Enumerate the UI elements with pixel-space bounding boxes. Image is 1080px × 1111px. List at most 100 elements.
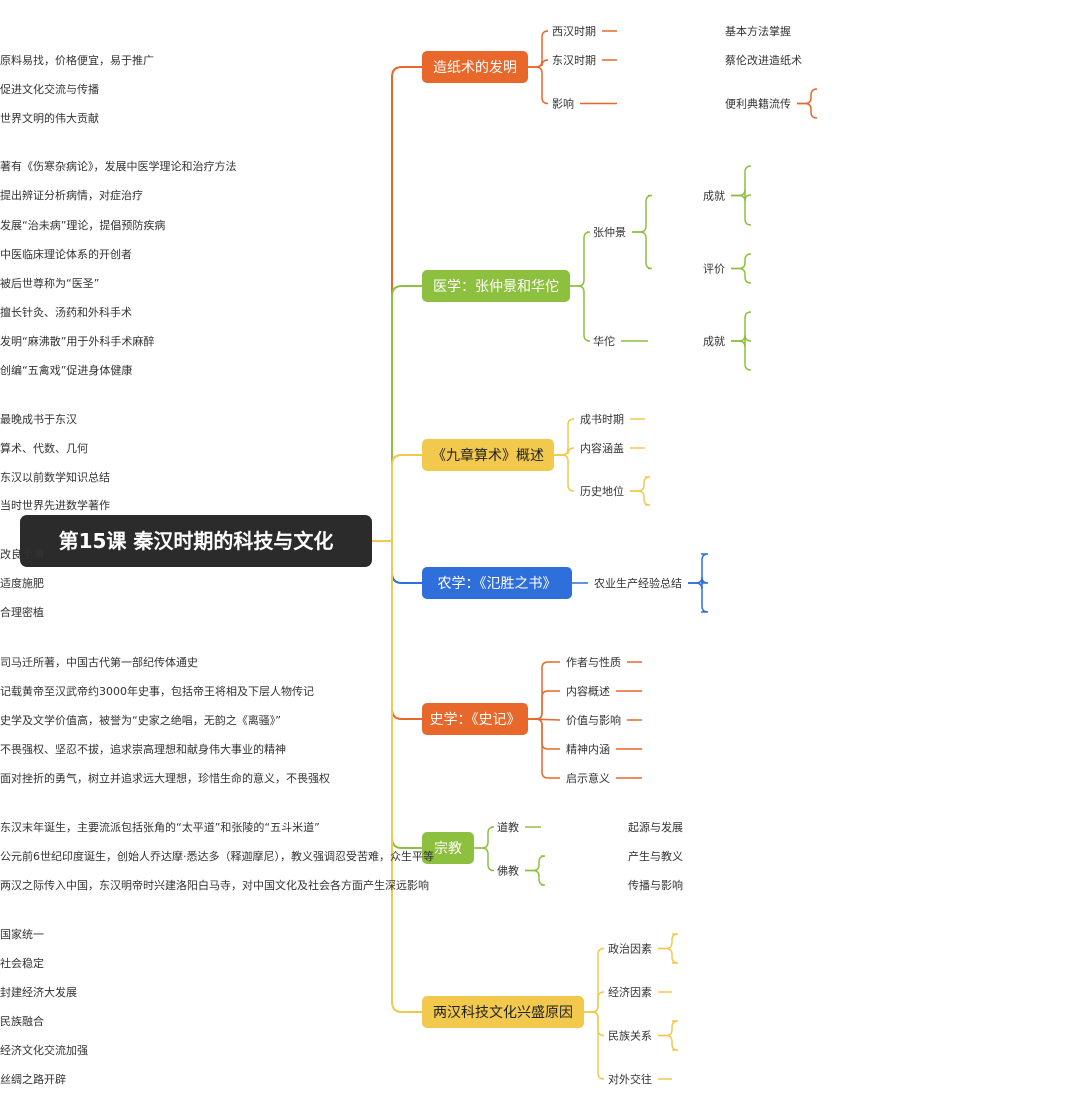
node-label[interactable]: 影响 [552, 98, 574, 111]
node-label[interactable]: 农业生产经验总结 [594, 576, 682, 590]
node-label[interactable]: 成就 [703, 334, 725, 348]
node-label[interactable]: 便利典籍流传 [725, 97, 791, 111]
node-connector [528, 30, 549, 68]
branch-medicine[interactable]: 医学：张仲景和华佗著有《伤寒杂病论》，发展中医学理论和治疗方法提出辨证分析病情，… [0, 159, 725, 377]
node-connector [525, 855, 546, 872]
node-connector [570, 231, 591, 287]
branch-reasons[interactable]: 两汉科技文化兴盛原因国家统一社会稳定政治因素封建经济大发展经济因素民族融合经济文… [0, 927, 652, 1086]
node-label[interactable]: 基本方法掌握 [725, 24, 791, 38]
branch-box [422, 832, 474, 864]
node-connector [570, 285, 591, 342]
branch-connector [372, 540, 422, 584]
node-label[interactable]: 面对挫折的勇气，树立并追求远大理想，珍惜生命的意义，不畏强权 [0, 771, 330, 785]
branch-papermaking[interactable]: 造纸术的发明基本方法掌握西汉时期原料易找，价格便宜，易于推广蔡伦改进造纸术东汉时… [0, 24, 802, 125]
node-label[interactable]: 封建经济大发展 [0, 985, 77, 999]
node-connector [584, 1011, 605, 1037]
node-label[interactable]: 启示意义 [566, 771, 610, 785]
node-label[interactable]: 中医临床理论体系的开创者 [0, 247, 132, 261]
node-label[interactable]: 合理密植 [0, 605, 44, 619]
node-connector [554, 418, 575, 456]
node-connector [525, 869, 546, 886]
node-label[interactable]: 两汉之际传入中国，东汉明帝时兴建洛阳白马寺，对中国文化及社会各方面产生深远影响 [0, 878, 429, 892]
node-connector [688, 553, 709, 584]
node-label[interactable]: 发明“麻沸散”用于外科手术麻醉 [0, 334, 154, 348]
node-label[interactable]: 精神内涵 [566, 742, 610, 756]
node-label[interactable]: 史学及文学价值高，被誉为“史家之绝唱，无韵之《离骚》” [0, 713, 281, 727]
node-label[interactable]: 作者与性质 [566, 655, 621, 669]
node-label[interactable]: 不畏强权、坚忍不拔，追求崇高理想和献身伟大事业的精神 [0, 742, 286, 756]
node-label[interactable]: 张仲景 [593, 225, 626, 239]
root-node[interactable]: 第15课 秦汉时期的科技与文化 [20, 515, 372, 567]
node-label[interactable]: 政治因素 [608, 942, 652, 956]
node-label[interactable]: 传播与影响 [628, 878, 683, 892]
node-connector [630, 476, 651, 492]
node-label[interactable]: 起源与发展 [628, 820, 683, 834]
node-label[interactable]: 历史地位 [580, 484, 624, 498]
root-node-box [20, 515, 372, 567]
node-connector [731, 311, 752, 342]
node-label[interactable]: 原料易找，价格便宜，易于推广 [0, 53, 154, 67]
node-label[interactable]: 世界文明的伟大贡献 [0, 111, 99, 125]
node-connector [528, 718, 560, 750]
node-label[interactable]: 民族关系 [608, 1029, 652, 1043]
node-label[interactable]: 佛教 [497, 865, 519, 878]
node-label[interactable]: 民族融合 [0, 1014, 44, 1028]
node-label[interactable]: 创编“五禽戏”促进身体健康 [0, 363, 132, 377]
node-label[interactable]: 被后世尊称为“医圣” [0, 276, 99, 290]
node-label[interactable]: 记载黄帝至汉武帝约3000年史事，包括帝王将相及下层人物传记 [0, 684, 314, 698]
node-label[interactable]: 国家统一 [0, 927, 44, 941]
node-label[interactable]: 适度施肥 [0, 576, 44, 590]
node-label[interactable]: 对外交往 [608, 1072, 652, 1086]
node-label[interactable]: 道教 [497, 820, 519, 834]
node-label[interactable]: 当时世界先进数学著作 [0, 498, 110, 512]
node-label[interactable]: 华佗 [593, 334, 615, 348]
branch-label: 《九章算术》概述 [432, 447, 544, 464]
node-label[interactable]: 社会稳定 [0, 956, 44, 970]
node-label[interactable]: 最晚成书于东汉 [0, 413, 77, 426]
node-label[interactable]: 经济文化交流加强 [0, 1043, 88, 1057]
node-label[interactable]: 东汉时期 [552, 54, 596, 67]
node-label[interactable]: 评价 [703, 263, 725, 276]
node-label[interactable]: 提出辨证分析病情，对症治疗 [0, 188, 143, 202]
node-label[interactable]: 成书时期 [580, 413, 624, 426]
node-label[interactable]: 成就 [703, 189, 725, 203]
node-label[interactable]: 东汉末年诞生，主要流派包括张角的“太平道”和张陵的“五斗米道” [0, 820, 320, 834]
node-label[interactable]: 蔡伦改进造纸术 [725, 53, 802, 67]
node-label[interactable]: 促进文化交流与传播 [0, 82, 99, 96]
node-label[interactable]: 价值与影响 [566, 714, 621, 727]
branch-history[interactable]: 史学：《史记》 司马迁所著，中国古代第一部纪传体通史 作者与性质记载黄帝至汉武帝约3… [0, 655, 621, 785]
node-label[interactable]: 算术、代数、几何 [0, 441, 88, 455]
node-label[interactable]: 内容涵盖 [580, 441, 624, 455]
node-label[interactable]: 产生与教义 [628, 849, 683, 863]
node-label[interactable]: 著有《伤寒杂病论》，发展中医学理论和治疗方法 [0, 159, 237, 173]
connector-lines [372, 30, 818, 1080]
node-label[interactable]: 内容概述 [566, 684, 610, 698]
node-label[interactable]: 西汉时期 [552, 25, 596, 38]
node-label[interactable]: 擅长针灸、汤药和外科手术 [0, 305, 132, 319]
node-label[interactable]: 发展“治未病”理论，提倡预防疾病 [0, 218, 165, 232]
node-label[interactable]: 司马迁所著，中国古代第一部纪传体通史 [0, 655, 198, 669]
branch-connector [372, 454, 422, 542]
node-label[interactable]: 改良土壤 [0, 547, 44, 561]
branch-box [422, 51, 528, 83]
node-connector [797, 102, 818, 119]
root-node-label: 第15课 秦汉时期的科技与文化 [59, 529, 334, 553]
node-label[interactable]: 东汉以前数学知识总结 [0, 470, 110, 484]
node-connector [632, 231, 653, 270]
node-label[interactable]: 公元前6世纪印度诞生，创始人乔达摩·悉达多（释迦摩尼），教义强调忍受苦难，众生平… [0, 849, 434, 863]
node-label[interactable]: 丝绸之路开辟 [0, 1072, 66, 1086]
node-label[interactable]: 经济因素 [608, 985, 652, 999]
branch-label: 史学：《史记》 [430, 712, 521, 728]
node-connector [658, 1020, 679, 1037]
node-connector [474, 847, 495, 872]
node-connector [731, 194, 752, 226]
node-connector [528, 690, 560, 720]
node-connector [474, 826, 495, 849]
branch-religion[interactable]: 宗教东汉末年诞生，主要流派包括张角的“太平道”和张陵的“五斗米道”起源与发展道教… [0, 820, 683, 892]
branch-box [422, 439, 554, 471]
branch-connector [372, 285, 422, 542]
node-connector [528, 59, 549, 68]
node-connector [554, 447, 575, 456]
